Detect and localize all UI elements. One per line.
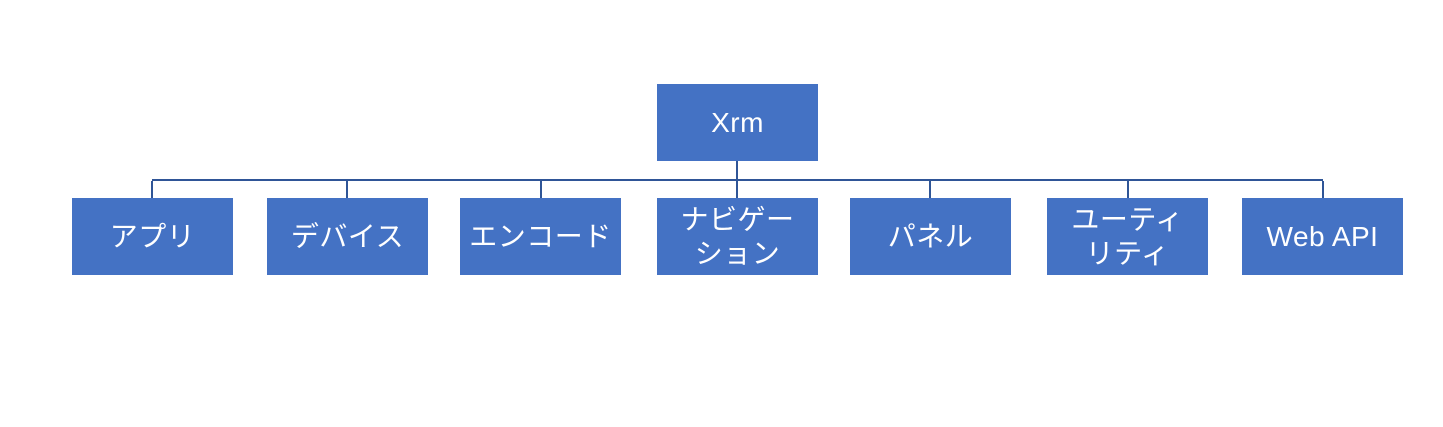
connector-drop-web-api <box>1322 181 1324 198</box>
node-panel: パネル <box>850 198 1011 275</box>
node-label: Web API <box>1266 220 1379 252</box>
node-label: ナビゲー <box>680 203 795 235</box>
node-device: デバイス <box>267 198 428 275</box>
node-app: アプリ <box>72 198 233 275</box>
node-xrm-root: Xrm <box>657 84 818 161</box>
node-web-api: Web API <box>1242 198 1403 275</box>
connector-drop-utility <box>1127 181 1129 198</box>
node-label: エンコード <box>469 220 612 252</box>
connector-drop-device <box>346 181 348 198</box>
node-label-line2: リティ <box>1085 237 1170 269</box>
node-label: アプリ <box>109 220 196 252</box>
node-label: デバイス <box>290 220 405 252</box>
node-label: Xrm <box>711 106 764 138</box>
connector-drop-encode <box>540 181 542 198</box>
connector-drop-navigation <box>736 181 738 198</box>
node-utility: ユーティ リティ <box>1047 198 1208 275</box>
node-label: ユーティ <box>1071 203 1184 235</box>
node-label-line2: ション <box>694 237 781 269</box>
connector-drop-panel <box>929 181 931 198</box>
connector-horizontal-bus <box>152 179 1323 181</box>
connector-root-stub <box>736 161 738 180</box>
connector-drop-app <box>151 181 153 198</box>
node-navigation: ナビゲー ション <box>657 198 818 275</box>
node-encode: エンコード <box>460 198 621 275</box>
node-label: パネル <box>887 220 974 252</box>
